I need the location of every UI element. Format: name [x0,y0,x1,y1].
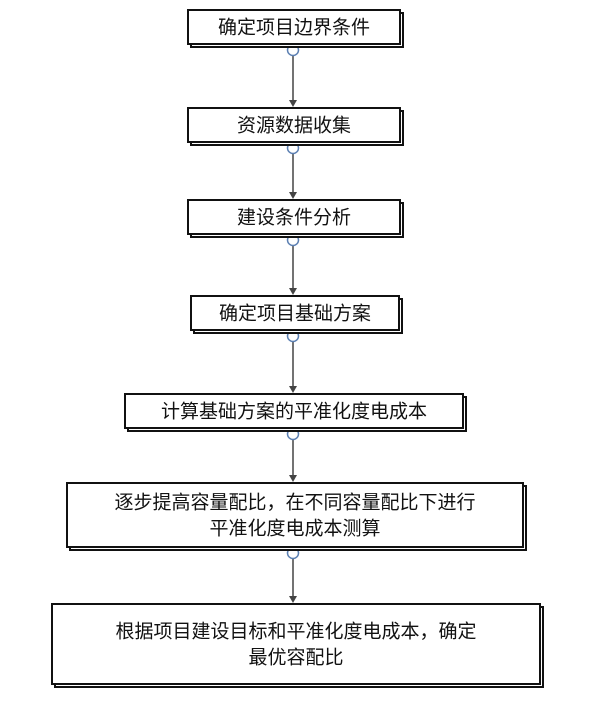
arrowhead-icon [289,100,297,107]
connector-arrow [286,233,300,295]
arrowhead-icon [289,288,297,295]
connector-arrow [286,546,300,603]
step-box [124,393,464,429]
step-box [187,199,401,235]
flow-step-4: 确定项目基础方案 [190,295,403,334]
step-label: 根据项目建设目标和平准化度电成本，确定 [115,621,476,643]
step-label: 计算基础方案的平准化度电成本 [161,401,427,423]
step-box [187,9,401,45]
step-label: 确定项目边界条件 [218,17,370,39]
flow-step-3: 建设条件分析 [187,199,404,238]
flow-step-5: 计算基础方案的平准化度电成本 [124,393,467,432]
connector-arrow [286,427,300,482]
arrowhead-icon [289,192,297,199]
step-box [66,482,524,548]
connector-arrow [286,329,300,393]
connector-arrow [286,43,300,107]
arrowhead-icon [289,596,297,603]
step-box [187,107,401,143]
flow-step-2: 资源数据收集 [187,107,404,146]
step-label: 建设条件分析 [237,207,351,229]
step-label: 确定项目基础方案 [219,303,371,325]
flow-nodes: 确定项目边界条件资源数据收集建设条件分析确定项目基础方案计算基础方案的平准化度电… [51,9,544,688]
flow-step-1: 确定项目边界条件 [187,9,404,48]
step-label: 平准化度电成本测算 [209,518,380,540]
step-box [190,295,400,331]
arrowhead-icon [289,386,297,393]
step-label: 逐步提高容量配比，在不同容量配比下进行 [114,492,475,514]
step-label: 最优容配比 [248,647,343,669]
arrowhead-icon [289,475,297,482]
connector-arrow [286,141,300,199]
step-box [51,603,541,685]
step-label: 资源数据收集 [237,115,351,137]
